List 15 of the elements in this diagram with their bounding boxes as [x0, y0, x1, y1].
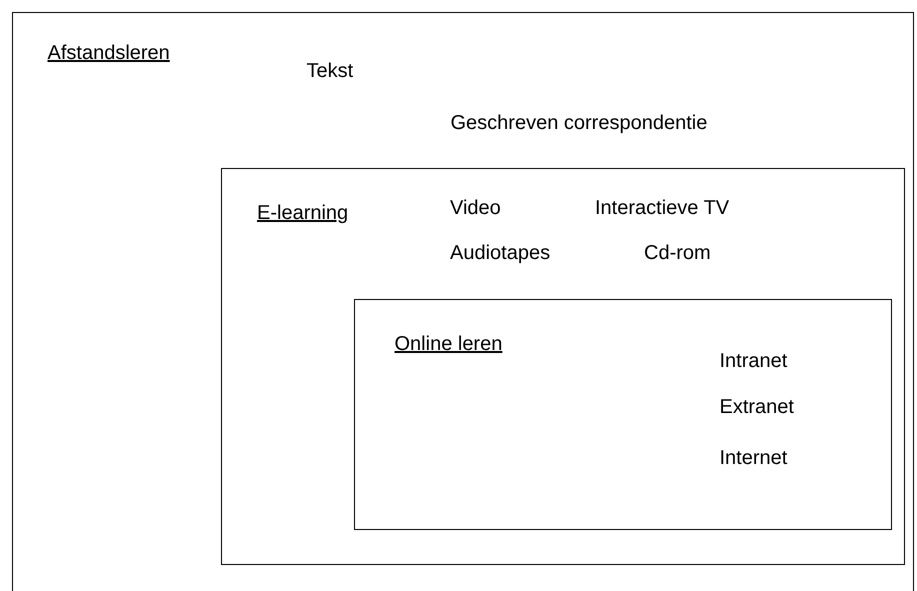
item-label: Tekst	[306, 58, 354, 82]
item-label: Intranet	[720, 348, 788, 372]
item-label: Internet	[720, 446, 788, 470]
item-label: Video	[450, 196, 501, 220]
box-heading: E-learning	[257, 201, 348, 225]
nested-box	[12, 12, 914, 591]
box-heading: Afstandsleren	[48, 40, 170, 64]
item-label: Cd-rom	[644, 241, 711, 265]
item-label: Extranet	[720, 394, 794, 418]
item-label: Geschreven correspondentie	[450, 110, 708, 134]
item-label: Audiotapes	[450, 241, 550, 265]
nested-box	[220, 168, 904, 564]
nested-box	[354, 299, 892, 530]
item-label: Interactieve TV	[595, 196, 730, 220]
box-heading: Online leren	[394, 332, 502, 356]
